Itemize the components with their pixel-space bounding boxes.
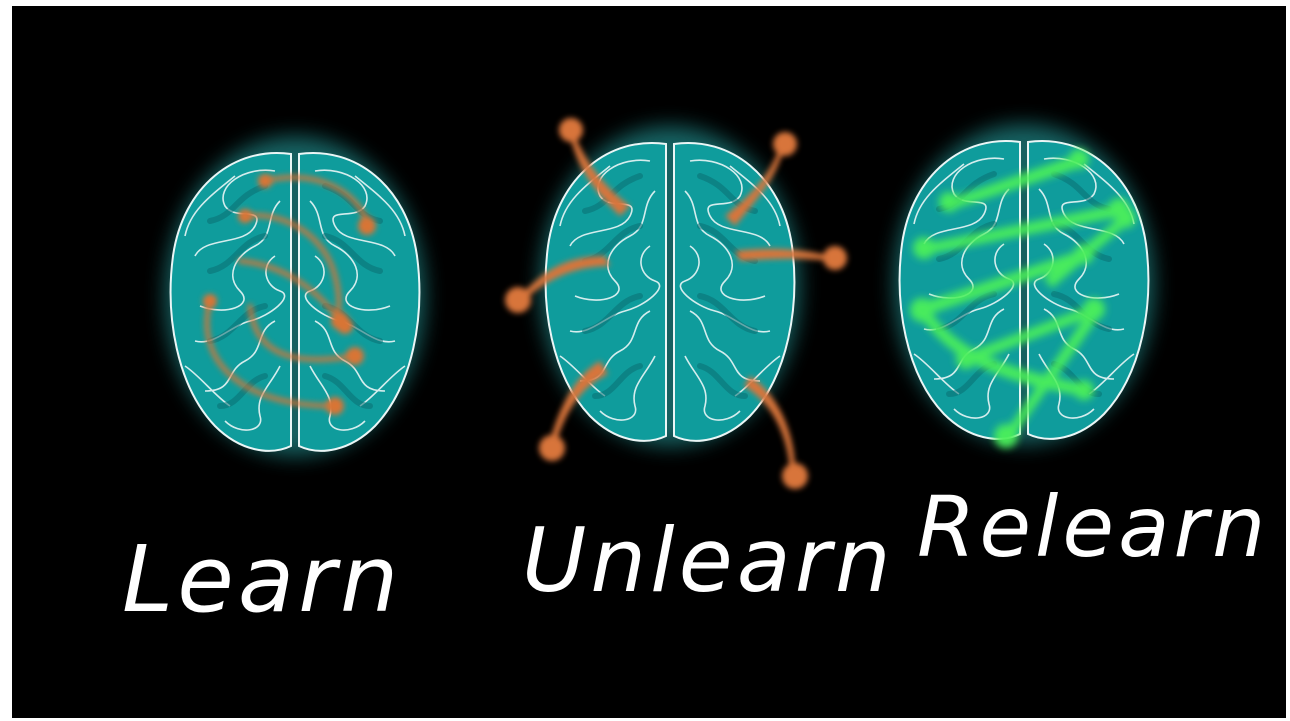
relearn-caption: Relearn [917,478,1269,576]
illustration-frame: Learn Unlearn Relearn [12,6,1286,718]
unlearn-caption: Unlearn [522,509,895,612]
unlearn-brain-icon [505,118,847,489]
relearn-brain-icon [894,124,1154,448]
learn-brain-icon [165,136,425,456]
learn-caption: Learn [122,526,402,633]
illustration-canvas: Learn Unlearn Relearn [12,6,1286,718]
